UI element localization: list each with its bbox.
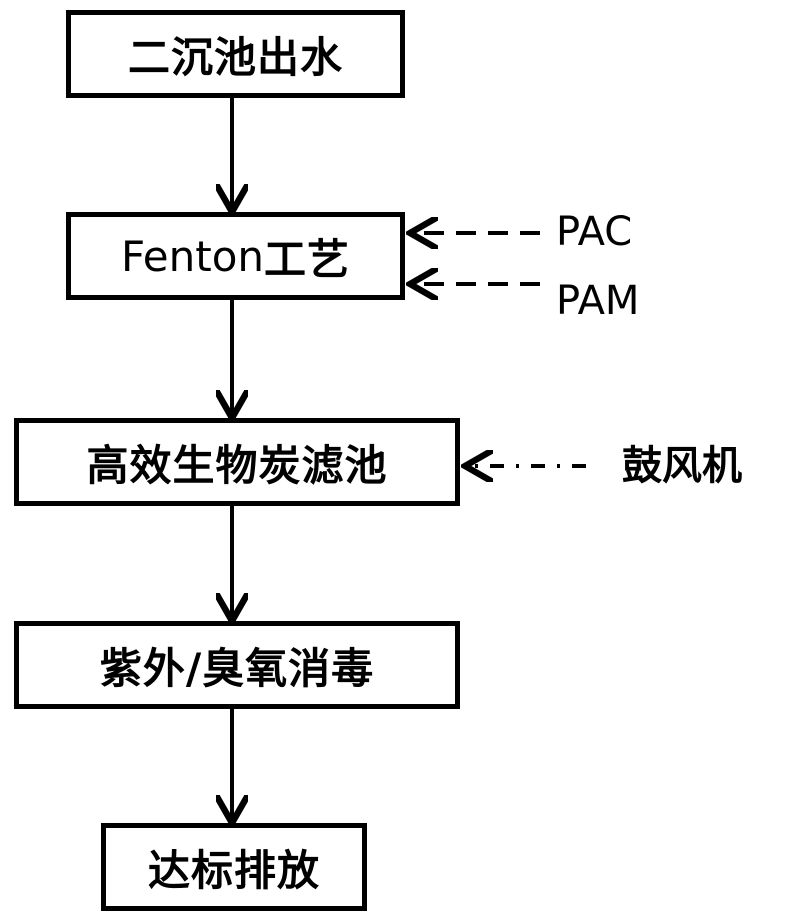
step-label: 紫外/臭氧消毒 xyxy=(99,643,375,693)
step-label: 二沉池出水 xyxy=(127,32,343,82)
step-secondary-clarifier-effluent: 二沉池出水 xyxy=(66,10,405,98)
step-label-cn: 工艺 xyxy=(264,234,351,284)
step-compliant-discharge: 达标排放 xyxy=(101,823,367,911)
step-label: 高效生物炭滤池 xyxy=(86,440,388,490)
step-label-latin: Fenton xyxy=(120,231,265,281)
input-label-pac: PAC xyxy=(556,209,633,255)
input-label-blower: 鼓风机 xyxy=(622,443,742,489)
step-uv-ozone-disinfection: 紫外/臭氧消毒 xyxy=(14,621,460,709)
step-biological-carbon-filter: 高效生物炭滤池 xyxy=(14,418,460,506)
step-label: 达标排放 xyxy=(147,845,320,895)
input-label-pam: PAM xyxy=(556,278,640,324)
